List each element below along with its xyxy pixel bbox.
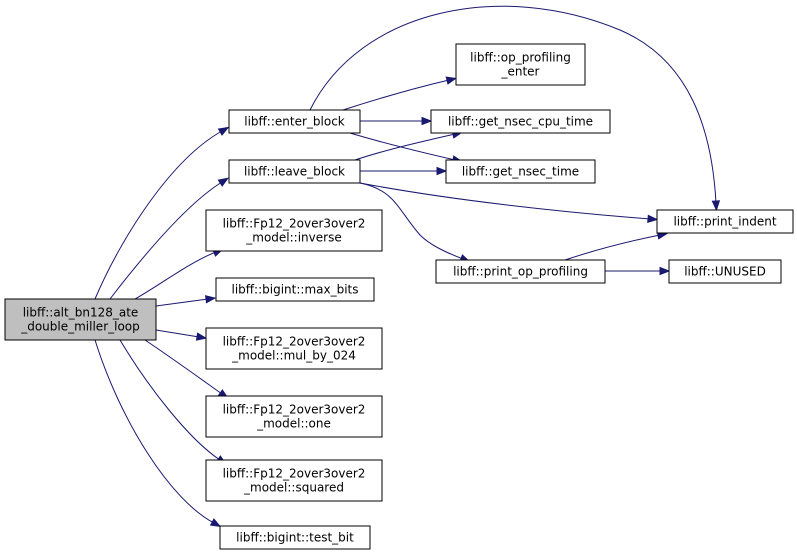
node-label: libff::op_profiling xyxy=(470,51,571,65)
node-box xyxy=(228,159,361,184)
node-box xyxy=(4,298,157,341)
edge-line xyxy=(564,234,661,261)
edge-line xyxy=(94,339,215,524)
edge-root-to-inverse xyxy=(134,248,224,300)
node-label: libff::leave_block xyxy=(244,165,345,179)
node-label: libff::Fp12_2over3over2 xyxy=(223,335,366,349)
edge-root-to-mul024 xyxy=(155,329,208,341)
edge-root-to-testbit xyxy=(94,339,222,528)
edge-leave-to-indent xyxy=(359,182,659,223)
node-box xyxy=(205,327,383,370)
edge-line xyxy=(144,339,223,395)
edge-line xyxy=(354,133,456,161)
node-one[interactable]: libff::Fp12_2over3over2_model::one xyxy=(205,395,383,438)
node-label: _model::one xyxy=(256,417,331,431)
edge-line xyxy=(359,182,464,260)
node-testbit[interactable]: libff::bigint::test_bit xyxy=(219,525,371,550)
edge-line xyxy=(109,181,223,300)
edge-line xyxy=(342,79,450,111)
edge-arrowhead xyxy=(421,116,433,126)
edge-line xyxy=(134,251,217,300)
edge-root-to-leave xyxy=(109,177,230,300)
node-box xyxy=(205,395,383,438)
node-opprof[interactable]: libff::op_profiling_enter xyxy=(455,43,586,86)
edge-arrowhead xyxy=(659,266,671,276)
edge-line xyxy=(359,182,651,220)
edge-arrowhead xyxy=(217,177,230,187)
edge-leave-to-cputime xyxy=(354,130,464,161)
node-box xyxy=(445,159,596,184)
node-label: _model::inverse xyxy=(245,231,341,245)
node-indent[interactable]: libff::print_indent xyxy=(656,209,794,234)
node-printopprof[interactable]: libff::print_op_profiling xyxy=(435,259,606,284)
node-leave[interactable]: libff::leave_block xyxy=(228,159,361,184)
edge-arrowhead xyxy=(436,166,448,176)
node-label: _model::squared xyxy=(243,481,344,495)
node-label: libff::enter_block xyxy=(244,115,345,129)
node-label: libff::print_op_profiling xyxy=(453,265,588,279)
node-squared[interactable]: libff::Fp12_2over3over2_model::squared xyxy=(205,459,383,502)
edge-arrowhead xyxy=(217,126,230,136)
edge-enter-to-indent xyxy=(309,5,721,212)
node-label: _model::mul_by_024 xyxy=(231,349,356,363)
node-enter[interactable]: libff::enter_block xyxy=(228,109,361,134)
edge-leave-to-nsectime xyxy=(360,166,448,176)
edge-printopprof-to-unused xyxy=(605,266,671,276)
node-nsectime[interactable]: libff::get_nsec_time xyxy=(445,159,596,184)
node-mul024[interactable]: libff::Fp12_2over3over2_model::mul_by_02… xyxy=(205,327,383,370)
node-label: libff::Fp12_2over3over2 xyxy=(223,467,366,481)
node-label: libff::Fp12_2over3over2 xyxy=(223,217,366,231)
edge-line xyxy=(155,298,209,307)
node-box xyxy=(205,459,383,502)
edge-line xyxy=(119,339,221,461)
node-box xyxy=(205,209,383,252)
edge-line xyxy=(309,5,717,204)
edge-enter-to-cputime xyxy=(360,116,433,126)
node-label: libff::alt_bn128_ate xyxy=(23,306,139,320)
node-label: libff::Fp12_2over3over2 xyxy=(223,403,366,417)
node-label: libff::print_indent xyxy=(673,215,776,229)
edge-arrowhead xyxy=(647,214,659,223)
node-label: libff::bigint::max_bits xyxy=(232,283,359,297)
edge-arrowhead xyxy=(711,200,721,212)
node-box xyxy=(668,259,782,284)
edge-arrowhead xyxy=(195,332,208,341)
edge-arrowhead xyxy=(445,76,458,85)
node-box xyxy=(656,209,794,234)
edge-root-to-enter xyxy=(94,126,230,300)
node-box xyxy=(430,109,611,134)
node-inverse[interactable]: libff::Fp12_2over3over2_model::inverse xyxy=(205,209,383,252)
node-label: _enter xyxy=(500,65,539,79)
node-label: libff::UNUSED xyxy=(684,265,766,279)
node-box xyxy=(228,109,361,134)
node-box xyxy=(219,525,371,550)
node-label: libff::get_nsec_time xyxy=(462,165,579,179)
node-cputime[interactable]: libff::get_nsec_cpu_time xyxy=(430,109,611,134)
edge-enter-to-nsectime xyxy=(349,132,464,164)
node-label: _double_miller_loop xyxy=(20,320,140,334)
edge-arrowhead xyxy=(205,295,217,304)
edge-root-to-maxbits xyxy=(155,295,217,307)
node-box xyxy=(215,277,375,302)
node-unused[interactable]: libff::UNUSED xyxy=(668,259,782,284)
node-box xyxy=(455,43,586,86)
edge-line xyxy=(155,329,200,338)
node-label: libff::get_nsec_cpu_time xyxy=(448,115,593,129)
edge-arrowhead xyxy=(209,518,222,528)
node-label: libff::bigint::test_bit xyxy=(236,531,354,545)
edge-enter-to-opprof xyxy=(342,76,458,111)
edge-printopprof-to-indent xyxy=(564,231,669,261)
edge-line xyxy=(94,130,223,300)
node-root[interactable]: libff::alt_bn128_ate_double_miller_loop xyxy=(4,298,157,341)
node-box xyxy=(435,259,606,284)
node-maxbits[interactable]: libff::bigint::max_bits xyxy=(215,277,375,302)
